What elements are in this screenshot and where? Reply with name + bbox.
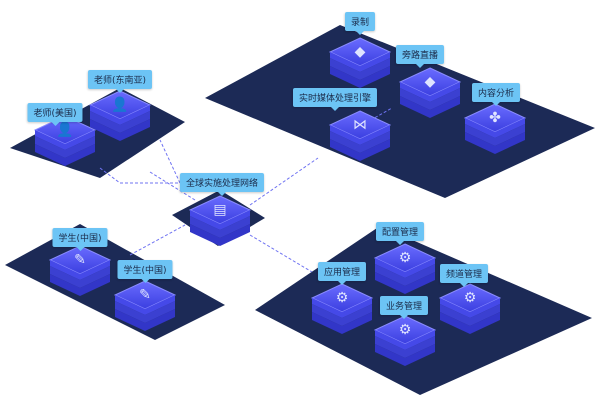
student-icon: ✎	[139, 287, 151, 303]
gear-icon: ⚙	[398, 250, 412, 266]
label-student-cn-2: 学生(中国)	[117, 260, 173, 283]
label-business-mgmt: 业务管理	[379, 296, 429, 319]
label-teacher-sea: 老师(东南亚)	[87, 70, 153, 93]
teacher-icon: 👤	[56, 122, 74, 138]
label-student-cn-1: 学生(中国)	[52, 228, 108, 251]
label-channel-mgmt: 频道管理	[439, 264, 489, 287]
recording-icon: ◆	[354, 44, 366, 60]
teacher-icon: 👤	[111, 97, 129, 113]
student-icon: ✎	[74, 252, 86, 268]
analysis-icon: ✤	[489, 110, 501, 126]
live-icon: ◆	[424, 74, 436, 90]
network-icon: ▤	[213, 202, 227, 218]
gear-icon: ⚙	[398, 322, 412, 338]
platform-students	[5, 224, 225, 340]
label-realtime-engine: 实时媒体处理引擎	[292, 88, 378, 111]
label-app-mgmt: 应用管理	[317, 262, 367, 285]
gear-icon: ⚙	[463, 290, 477, 306]
label-recording: 录制	[344, 12, 376, 35]
engine-icon: ⋈	[353, 117, 367, 133]
label-bypass-live: 旁路直播	[395, 45, 445, 68]
platform-services	[205, 25, 595, 198]
gear-icon: ⚙	[335, 290, 349, 306]
label-content-analysis: 内容分析	[471, 83, 521, 106]
label-global-network: 全球实施处理网络	[179, 173, 265, 196]
label-config-mgmt: 配置管理	[375, 222, 425, 245]
label-teacher-us: 老师(美国)	[27, 103, 83, 126]
